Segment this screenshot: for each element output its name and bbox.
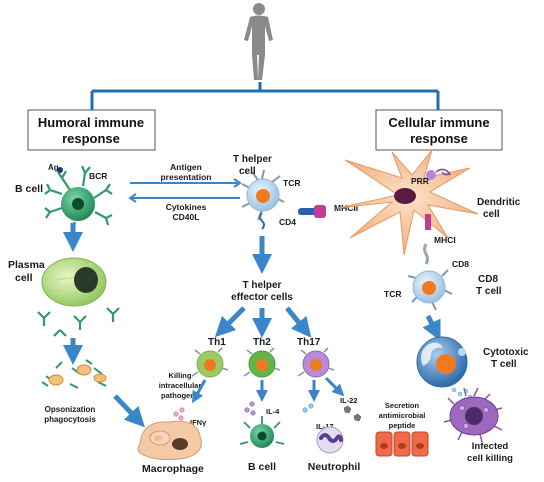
macrophage-label: Macrophage (142, 463, 204, 475)
ifng-label: IFNγ (190, 418, 207, 427)
infected-label-2: cell killing (467, 453, 513, 464)
mhcii-receptor (298, 205, 326, 218)
t-helper-cell-icon (241, 169, 285, 230)
il22-label: IL-22 (340, 396, 358, 405)
infected-label-1: Infected (472, 441, 509, 452)
cd40l-label: CD40L (173, 212, 200, 222)
effector-downstream-arrows (192, 376, 345, 404)
ifng-molecules (173, 407, 185, 421)
th17-cell-icon (297, 347, 335, 378)
dendritic-label-1: Dendritic (477, 197, 521, 208)
opsonized-antigen-icon (41, 359, 107, 389)
neutrophil-label: Neutrophil (308, 461, 361, 473)
humoral-branch-box: Humoral immune response (27, 109, 156, 151)
neutrophil-icon (316, 426, 344, 454)
tree-connector (90, 82, 440, 110)
cytotoxic-label-1: Cytotoxic (483, 347, 529, 358)
t-helper-label-1: T helper (233, 154, 272, 165)
cytotoxic-t-cell-icon (416, 336, 473, 400)
secretion-label-3: peptide (389, 421, 416, 430)
il17-molecules (302, 403, 314, 413)
bcr-label: BCR (89, 171, 107, 181)
b-cell2-label: B cell (248, 461, 276, 473)
killing-label-1: Killing (169, 371, 192, 380)
humoral-title-line2: response (62, 131, 120, 146)
opsonization-label: Opsonization (45, 405, 96, 414)
secretion-label-2: antimicrobial (379, 411, 426, 420)
center-flow-arrows (214, 236, 441, 341)
b-cell-label: B cell (15, 183, 43, 195)
secretion-label-1: Secretion (385, 401, 420, 410)
cd8-tcell-label-2: T cell (476, 286, 502, 297)
b-cell-icon (44, 165, 113, 239)
cd4-label: CD4 (279, 217, 296, 227)
mhci-label: MHCI (434, 235, 456, 245)
prr-label: PRR (411, 176, 429, 186)
plasma-cell-icon (41, 257, 107, 307)
plasma-label-1: Plasma (8, 259, 45, 271)
infected-cell-icon (443, 387, 503, 443)
antibody-icon (37, 307, 120, 337)
presentation-label: presentation (160, 172, 211, 182)
effector-label-1: T helper (243, 280, 282, 291)
killing-label-3: pathogens (161, 391, 199, 400)
antigen-presentation-arrows (128, 178, 242, 203)
cellular-title-line2: response (410, 131, 468, 146)
humoral-flow-arrows (63, 223, 145, 428)
cytokines-label: Cytokines (166, 202, 207, 212)
dendritic-label-2: cell (483, 209, 500, 220)
effector-label-2: effector cells (231, 292, 293, 303)
th17-label: Th17 (297, 337, 321, 348)
th1-cell-icon (191, 347, 229, 378)
cd8-label: CD8 (452, 259, 469, 269)
cellular-title-line1: Cellular immune (388, 115, 489, 130)
dendritic-cell-icon (337, 149, 479, 256)
human-silhouette-icon (244, 3, 273, 80)
plasma-label-2: cell (15, 272, 33, 284)
tcr-label: TCR (283, 178, 300, 188)
epithelial-cells-icon (375, 431, 429, 457)
humoral-title-line1: Humoral immune (38, 115, 144, 130)
cellular-branch-box: Cellular immune response (375, 109, 503, 151)
tcr2-label: TCR (384, 289, 401, 299)
killing-label-2: intracellular (159, 381, 202, 390)
t-helper-label-2: cell (239, 166, 256, 177)
cd8-t-cell-icon (407, 243, 453, 311)
phagocytosis-label: phagocytosis (44, 415, 96, 424)
antigen-label: Antigen (170, 162, 202, 172)
il17-label: IL-17 (316, 422, 334, 431)
th1-label: Th1 (208, 337, 226, 348)
cytotoxic-label-2: T cell (491, 359, 517, 370)
ag-label: Ag (48, 163, 59, 172)
th2-label: Th2 (253, 337, 271, 348)
il22-molecules (343, 405, 362, 422)
mhcii-label: MHCII (334, 203, 358, 213)
il4-label: IL-4 (266, 407, 280, 416)
small-b-cell-icon (239, 416, 285, 448)
il4-molecules (244, 401, 256, 416)
th2-cell-icon (243, 347, 281, 378)
cd8-tcell-label-1: CD8 (478, 274, 498, 285)
macrophage-icon (137, 420, 202, 461)
